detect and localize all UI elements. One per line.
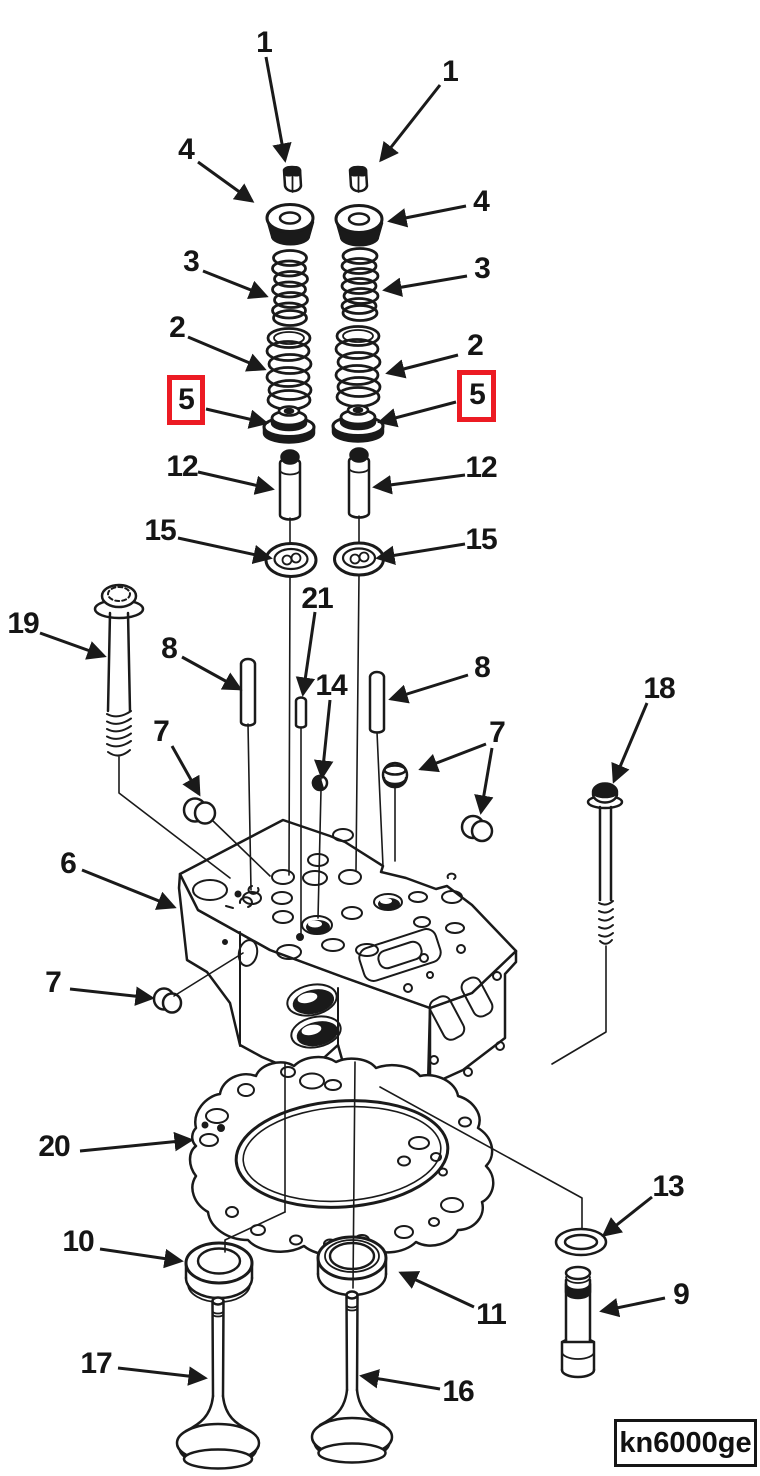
spring-seat-left [262, 405, 316, 444]
callout-15: 15 [144, 514, 176, 547]
callout-7: 7 [489, 716, 506, 749]
callout-8-leader [181, 655, 243, 691]
stud-left [239, 657, 257, 727]
valve-guide-right [347, 447, 371, 519]
callout-21: 21 [301, 582, 333, 615]
callout-3: 3 [183, 245, 200, 278]
callout-16: 16 [442, 1375, 474, 1408]
cylinder-head [177, 818, 518, 1087]
callout-2-leader [385, 353, 459, 379]
callout-8-leader [388, 673, 469, 704]
callout-13: 13 [652, 1170, 684, 1203]
callout-17-leader [117, 1366, 208, 1386]
diagram-code-box: kn6000ge [614, 1419, 757, 1467]
callout-12-leader [372, 473, 466, 495]
highlight-box [167, 375, 205, 425]
spring-retainer-right [334, 204, 384, 247]
callout-4: 4 [473, 185, 490, 218]
valve-right [310, 1290, 394, 1464]
callout-2: 2 [169, 311, 186, 344]
callout-10-leader [99, 1247, 184, 1269]
callout-1: 1 [442, 55, 459, 88]
cup-plug-right-lower [460, 814, 494, 843]
callout-9-leader [599, 1296, 666, 1318]
callout-1: 1 [256, 26, 273, 59]
dowel-pin [294, 696, 308, 729]
callout-10: 10 [62, 1225, 94, 1258]
callout-7-leader [474, 747, 494, 815]
cup-plug-right-top [381, 761, 409, 789]
callout-11-leader [398, 1271, 475, 1309]
callout-2: 2 [467, 329, 484, 362]
callout-19-leader [39, 631, 107, 660]
callout-4-leader [387, 204, 467, 228]
callout-15-leader [375, 542, 466, 565]
callout-5-highlighted: 5 [469, 378, 486, 411]
callout-7-leader [69, 986, 155, 1006]
callout-6: 6 [60, 847, 77, 880]
valve-seat-insert-right [316, 1235, 388, 1297]
outer-valve-spring-left [271, 249, 309, 327]
callout-18: 18 [643, 672, 675, 705]
callout-14-leader [314, 699, 334, 780]
callout-5-leader [205, 407, 269, 429]
inner-valve-spring-right [334, 325, 382, 408]
callout-16-leader [359, 1369, 441, 1391]
callout-18-leader [611, 702, 649, 784]
injector-sleeve [560, 1265, 596, 1379]
callout-5-highlighted: 5 [178, 383, 195, 416]
callout-15-leader [177, 536, 273, 565]
callout-4: 4 [178, 133, 195, 166]
callout-8: 8 [474, 651, 491, 684]
callout-21-leader [295, 611, 317, 697]
callout-7-leader [170, 745, 201, 797]
callout-20-leader [79, 1131, 194, 1153]
cup-plug-upper-left [182, 797, 217, 825]
callout-8: 8 [161, 632, 178, 665]
callout-7: 7 [153, 715, 170, 748]
callout-4-leader [197, 160, 255, 203]
callout-17: 17 [80, 1347, 112, 1380]
callout-12: 12 [166, 450, 198, 483]
diagram-code-label: kn6000ge [619, 1426, 752, 1459]
callout-5-leader [377, 400, 457, 428]
callout-12: 12 [465, 451, 497, 484]
spring-seat-right [331, 404, 385, 443]
callout-3-leader [202, 269, 269, 299]
callout-11: 11 [476, 1298, 507, 1331]
highlight-box [457, 370, 496, 422]
callout-2-leader [187, 335, 267, 372]
callout-14: 14 [315, 669, 347, 702]
callout-9: 9 [673, 1278, 690, 1311]
callout-6-leader [81, 868, 177, 910]
callout-7-leader [418, 742, 487, 773]
spring-retainer-left [265, 203, 315, 246]
o-ring [554, 1227, 608, 1257]
callout-1-leader [264, 56, 292, 163]
callout-3: 3 [474, 252, 491, 285]
callout-1-leader [379, 84, 442, 163]
stud-right [368, 670, 386, 734]
callout-7: 7 [45, 966, 62, 999]
callout-19: 19 [7, 607, 39, 640]
callout-15: 15 [465, 523, 497, 556]
callout-12-leader [197, 470, 275, 495]
callout-3-leader [382, 274, 468, 297]
callout-13-leader [601, 1195, 653, 1237]
valve-left [175, 1296, 261, 1470]
valve-collet-right [348, 165, 369, 193]
head-bolt-short [586, 782, 624, 945]
outer-valve-spring-right [340, 247, 380, 322]
callout-20: 20 [38, 1130, 70, 1163]
valve-collet-left [282, 165, 303, 193]
valve-guide-left [278, 449, 302, 521]
axis-lines [118, 515, 607, 1289]
head-gasket [188, 1055, 495, 1257]
head-bolt-long [93, 583, 145, 757]
